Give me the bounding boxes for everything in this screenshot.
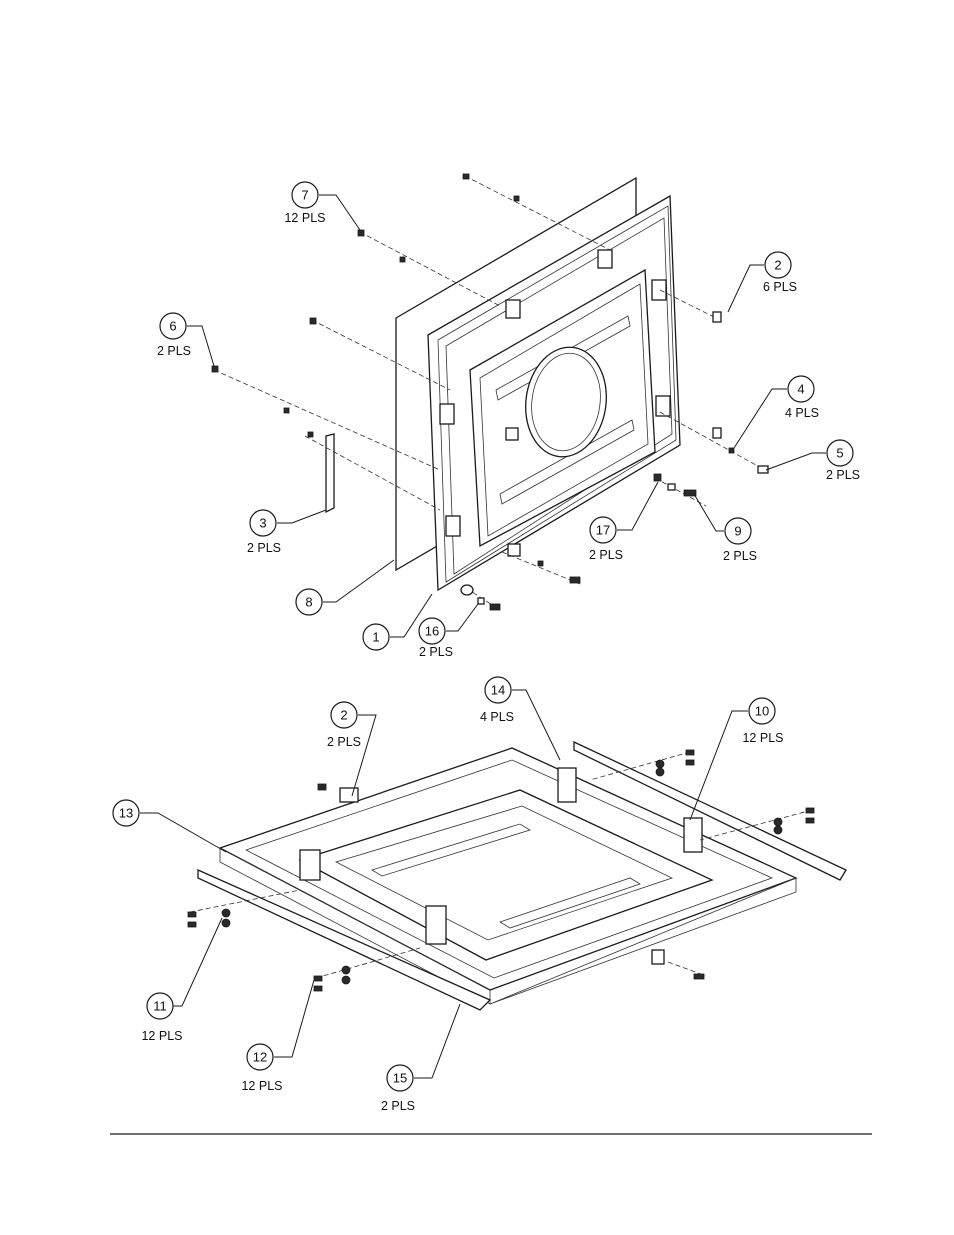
svg-text:16: 16	[425, 624, 439, 639]
svg-text:4 PLS: 4 PLS	[480, 710, 514, 724]
svg-text:9: 9	[734, 524, 741, 539]
callout-8: 8	[296, 589, 322, 615]
svg-text:11: 11	[153, 999, 167, 1014]
svg-text:2 PLS: 2 PLS	[247, 541, 281, 555]
svg-text:6 PLS: 6 PLS	[763, 280, 797, 294]
svg-text:12 PLS: 12 PLS	[241, 1079, 282, 1093]
svg-text:2: 2	[340, 708, 347, 723]
svg-text:2 PLS: 2 PLS	[723, 549, 757, 563]
svg-text:2 PLS: 2 PLS	[157, 344, 191, 358]
svg-text:12 PLS: 12 PLS	[742, 731, 783, 745]
tray-assembly	[198, 742, 846, 1010]
svg-text:12 PLS: 12 PLS	[284, 211, 325, 225]
svg-text:12: 12	[253, 1050, 267, 1065]
svg-text:2: 2	[774, 258, 781, 273]
callout-1: 1	[363, 624, 389, 650]
svg-text:8: 8	[305, 595, 312, 610]
callout-17: 17 2 PLS	[589, 517, 623, 562]
callout-10: 10 12 PLS	[742, 698, 783, 745]
svg-text:1: 1	[372, 630, 379, 645]
svg-text:12 PLS: 12 PLS	[141, 1029, 182, 1043]
svg-text:2 PLS: 2 PLS	[327, 735, 361, 749]
svg-text:17: 17	[596, 523, 610, 538]
svg-text:6: 6	[169, 319, 176, 334]
svg-text:4: 4	[797, 382, 804, 397]
svg-text:10: 10	[755, 704, 769, 719]
callout-3: 3 2 PLS	[247, 510, 281, 555]
callout-6: 6 2 PLS	[157, 313, 191, 358]
svg-text:13: 13	[119, 806, 133, 821]
callout-5: 5 2 PLS	[826, 440, 860, 482]
svg-text:3: 3	[259, 516, 266, 531]
door-assembly	[326, 178, 680, 590]
callout-11: 11 12 PLS	[141, 993, 182, 1043]
callout-14: 14 4 PLS	[480, 677, 514, 724]
svg-text:2 PLS: 2 PLS	[381, 1099, 415, 1113]
svg-text:7: 7	[301, 188, 308, 203]
svg-text:5: 5	[836, 446, 843, 461]
callout-15: 15 2 PLS	[381, 1065, 415, 1113]
callout-13: 13	[113, 800, 139, 826]
svg-text:4 PLS: 4 PLS	[785, 406, 819, 420]
callout-2: 2 6 PLS	[763, 252, 797, 294]
callout-16: 16 2 PLS	[419, 618, 453, 659]
callout-12: 12 12 PLS	[241, 1044, 282, 1093]
svg-text:2 PLS: 2 PLS	[589, 548, 623, 562]
callout-2-bottom: 2 2 PLS	[327, 702, 361, 749]
svg-text:15: 15	[393, 1071, 407, 1086]
callout-7: 7 12 PLS	[284, 182, 325, 225]
callout-9: 9 2 PLS	[723, 518, 757, 563]
callout-4: 4 4 PLS	[785, 376, 819, 420]
svg-text:14: 14	[491, 683, 505, 698]
svg-text:2 PLS: 2 PLS	[826, 468, 860, 482]
svg-text:2 PLS: 2 PLS	[419, 645, 453, 659]
